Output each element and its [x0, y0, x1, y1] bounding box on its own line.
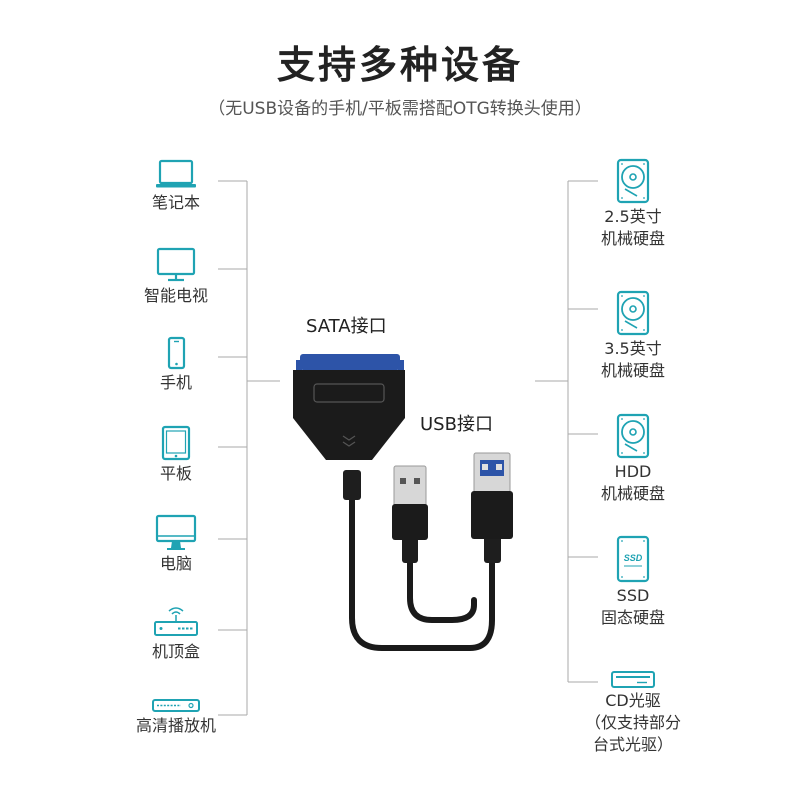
device-label: 平板	[159, 464, 192, 483]
device-smart-tv: 智能电视	[126, 245, 226, 307]
device-label-line1: HDD	[614, 462, 652, 481]
cable-strain-relief	[402, 535, 418, 563]
usb-plug-metal	[393, 465, 427, 507]
device-laptop: 笔记本	[126, 158, 226, 214]
device-2-5-inch-hdd: 2.5英寸 机械硬盘	[583, 158, 683, 250]
device-label-line2: 机械硬盘	[600, 229, 665, 248]
cable-wire	[407, 557, 477, 623]
device-label-line2: 机械硬盘	[600, 361, 665, 380]
device-label-line3: 台式光驱）	[592, 735, 673, 754]
device-label: 手机	[159, 373, 192, 392]
device-label: 智能电视	[143, 286, 208, 305]
usb-port-label: USB接口	[420, 414, 493, 435]
device-label-line1: 3.5英寸	[604, 339, 662, 358]
device-hd-player: 高清播放机	[116, 697, 236, 737]
device-desktop-computer: 电脑	[126, 513, 226, 575]
hard-disk-icon	[616, 413, 650, 459]
device-3-5-inch-hdd: 3.5英寸 机械硬盘	[583, 290, 683, 382]
device-label: 高清播放机	[135, 716, 216, 735]
cable-wire	[349, 492, 495, 651]
device-cd-drive: CD光驱 （仅支持部分 台式光驱）	[578, 670, 688, 756]
ssd-icon: SSD	[616, 535, 650, 583]
device-ssd: SSD SSD 固态硬盘	[583, 535, 683, 629]
usb3-plug-housing	[471, 491, 513, 539]
cd-drive-icon	[611, 671, 655, 688]
device-label-line2: 机械硬盘	[600, 484, 665, 503]
device-label-line2: 固态硬盘	[600, 608, 665, 627]
device-label-line1: SSD	[616, 586, 650, 605]
page-title: 支持多种设备	[276, 43, 523, 87]
hard-disk-icon	[616, 158, 650, 204]
page-subtitle: （无USB设备的手机/平板需搭配OTG转换头使用）	[208, 99, 592, 119]
tablet-icon	[161, 425, 191, 461]
sata-adapter-body	[293, 370, 405, 460]
smart-tv-icon	[156, 247, 196, 282]
device-label: 电脑	[159, 554, 192, 573]
hard-disk-icon	[616, 290, 650, 336]
device-label-line1: 2.5英寸	[604, 207, 662, 226]
device-hdd: HDD 机械硬盘	[583, 413, 683, 505]
device-set-top-box: 机顶盒	[126, 605, 226, 663]
desktop-monitor-icon	[155, 514, 197, 550]
device-label: 笔记本	[151, 193, 200, 212]
device-label-line2: （仅支持部分	[584, 713, 681, 732]
device-label-line1: CD光驱	[605, 691, 661, 710]
device-tablet: 平板	[126, 425, 226, 485]
usb-plug-housing	[392, 504, 428, 540]
laptop-icon	[156, 159, 196, 188]
device-mobile-phone: 手机	[126, 336, 226, 394]
set-top-box-icon	[154, 607, 198, 636]
mobile-phone-icon	[167, 336, 186, 370]
device-label: 机顶盒	[151, 642, 200, 661]
cable-strain-relief	[484, 535, 501, 563]
hd-player-icon	[152, 699, 200, 712]
sata-connector-blue	[300, 354, 400, 370]
cable-strain-relief	[343, 470, 361, 500]
ssd-badge-text: SSD	[624, 553, 643, 563]
sata-port-label: SATA接口	[306, 316, 387, 337]
